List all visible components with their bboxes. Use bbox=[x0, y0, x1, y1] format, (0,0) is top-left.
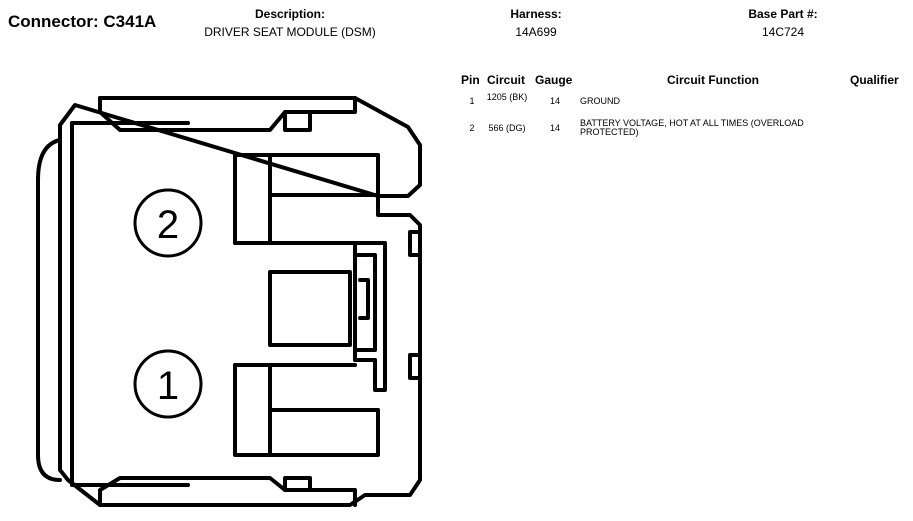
connector-body-outline bbox=[36, 96, 422, 507]
row-pin: 1 bbox=[469, 96, 475, 106]
harness-value: 14A699 bbox=[515, 25, 557, 39]
header-gauge: Gauge bbox=[535, 73, 573, 87]
row-pin: 2 bbox=[469, 123, 475, 133]
pin-1-marker: 1 bbox=[133, 349, 203, 419]
connector-label: Connector: bbox=[8, 12, 99, 31]
header-circuit-function: Circuit Function bbox=[667, 73, 759, 87]
base-part-label: Base Part #: bbox=[748, 7, 818, 21]
row-function: GROUND bbox=[580, 96, 620, 106]
row-function: BATTERY VOLTAGE, HOT AT ALL TIMES (OVERL… bbox=[580, 118, 804, 137]
description-value: DRIVER SEAT MODULE (DSM) bbox=[204, 25, 376, 39]
header-qualifier: Qualifier bbox=[850, 73, 899, 87]
pin-2-marker: 2 bbox=[133, 188, 203, 258]
row-circuit: 566 (DG) bbox=[488, 123, 526, 133]
header-circuit: Circuit bbox=[487, 73, 526, 87]
base-part-value: 14C724 bbox=[761, 25, 805, 39]
connector-id: C341A bbox=[103, 12, 157, 31]
harness-label: Harness: bbox=[510, 7, 562, 21]
row-circuit: 1205 (BK) bbox=[486, 92, 528, 102]
pin-1-label: 1 bbox=[157, 364, 179, 408]
connector-title: Connector: C341A bbox=[8, 12, 156, 32]
description-label: Description: bbox=[254, 7, 325, 21]
header-pin: Pin bbox=[461, 73, 480, 87]
row-gauge: 14 bbox=[549, 96, 560, 106]
pin-2-label: 2 bbox=[157, 203, 179, 247]
row-gauge: 14 bbox=[549, 123, 560, 133]
